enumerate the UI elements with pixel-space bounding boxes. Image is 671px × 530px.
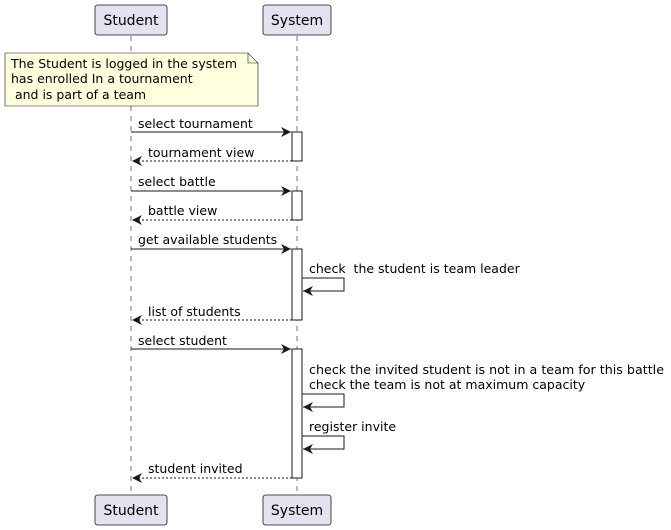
activation-bar — [291, 348, 303, 479]
message-tournament-view: tournament view — [132, 145, 292, 166]
participant-system-bottom[interactable]: System — [262, 494, 332, 526]
message-label: student invited — [148, 461, 243, 476]
message-label: tournament view — [148, 145, 254, 160]
message-label: battle view — [148, 203, 217, 218]
note-line: The Student is logged in the system — [10, 56, 237, 71]
participant-student-bottom[interactable]: Student — [94, 494, 168, 526]
note: The Student is logged in the system has … — [4, 52, 259, 107]
activation-bar — [291, 190, 303, 221]
message-select-tournament: select tournament — [131, 116, 291, 137]
participant-label: System — [271, 13, 323, 29]
self-message-check-team-leader: check the student is team leader — [302, 261, 521, 296]
self-message-register-invite: register invite — [302, 419, 396, 454]
message-label: check the team is not at maximum capacit… — [309, 377, 586, 392]
message-label: check the student is team leader — [309, 261, 521, 276]
message-label: select tournament — [138, 116, 253, 131]
message-get-available-students: get available students — [131, 232, 291, 254]
message-label: select battle — [138, 174, 216, 189]
message-student-invited: student invited — [132, 461, 292, 483]
message-list-of-students: list of students — [132, 304, 292, 325]
activation-bar — [291, 248, 303, 321]
note-line: has enrolled In a tournament — [11, 71, 193, 86]
participant-system-top[interactable]: System — [262, 4, 332, 36]
message-select-student: select student — [131, 333, 291, 354]
participant-label: Student — [103, 503, 159, 519]
activation-bar — [291, 131, 303, 162]
participant-label: Student — [103, 13, 159, 29]
message-label: register invite — [309, 419, 396, 434]
message-select-battle: select battle — [131, 174, 291, 196]
message-battle-view: battle view — [132, 203, 292, 225]
participant-label: System — [271, 503, 323, 519]
self-message-check-invite: check the invited student is not in a te… — [302, 362, 664, 412]
participant-student-top[interactable]: Student — [94, 4, 168, 36]
note-line: and is part of a team — [11, 87, 146, 102]
message-label: get available students — [138, 232, 277, 247]
message-label: check the invited student is not in a te… — [309, 362, 664, 377]
message-label: select student — [138, 333, 227, 348]
message-label: list of students — [148, 304, 241, 319]
